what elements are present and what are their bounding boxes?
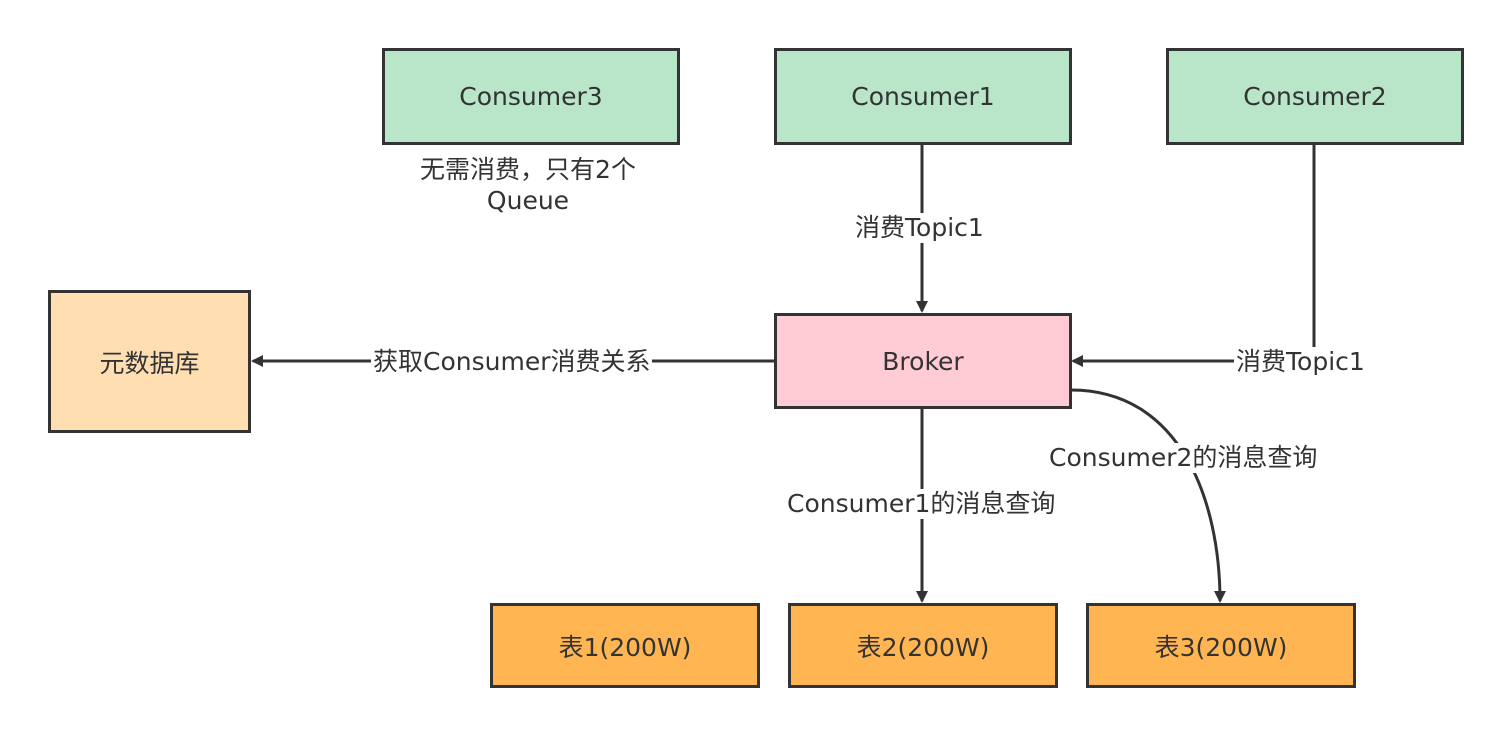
table1-node: 表1(200W)	[490, 603, 760, 688]
consumer1-label: Consumer1	[851, 82, 995, 111]
edge-broker-table3	[1070, 388, 1226, 603]
table2-label: 表2(200W)	[856, 632, 990, 662]
edge-label-consumer2-broker: 消费Topic1	[1234, 347, 1367, 377]
consumer3-label: Consumer3	[459, 82, 603, 111]
consumer3-note: 无需消费，只有2个 Queue	[380, 154, 676, 216]
consumer3-note-line1: 无需消费，只有2个	[420, 155, 636, 184]
edge-label-broker-table3: Consumer2的消息查询	[1047, 443, 1320, 473]
consumer1-node: Consumer1	[774, 48, 1072, 145]
consumer3-node: Consumer3	[382, 48, 680, 145]
table3-label: 表3(200W)	[1154, 632, 1288, 662]
table1-label: 表1(200W)	[558, 632, 692, 662]
table3-node: 表3(200W)	[1086, 603, 1356, 688]
metadata-db-label: 元数据库	[99, 348, 200, 378]
table2-node: 表2(200W)	[788, 603, 1058, 688]
consumer2-label: Consumer2	[1243, 82, 1387, 111]
edge-label-broker-table2: Consumer1的消息查询	[785, 489, 1058, 519]
consumer2-node: Consumer2	[1166, 48, 1464, 145]
broker-label: Broker	[882, 346, 964, 376]
edge-label-broker-metadb: 获取Consumer消费关系	[371, 347, 653, 377]
consumer3-note-line2: Queue	[486, 186, 570, 215]
edge-consumer2-broker	[1071, 145, 1316, 367]
metadata-db-node: 元数据库	[48, 290, 251, 433]
broker-node: Broker	[774, 313, 1072, 409]
edge-label-consumer1-broker: 消费Topic1	[853, 213, 986, 243]
